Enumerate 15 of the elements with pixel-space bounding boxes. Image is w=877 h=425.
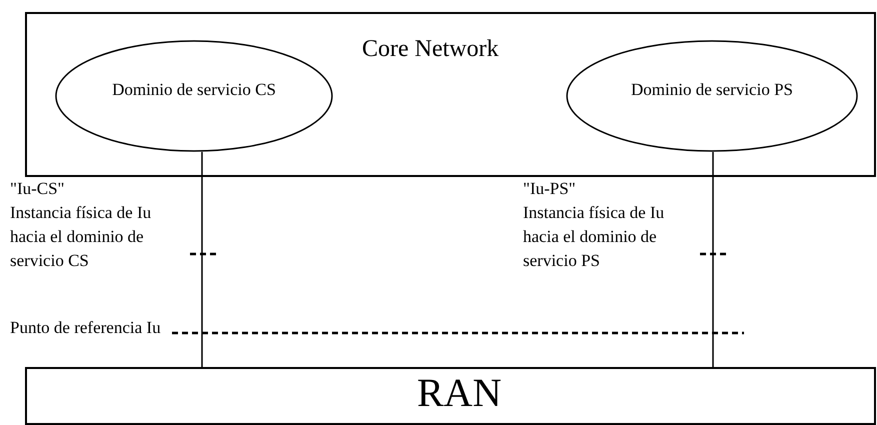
interface-description: Instancia física de Iu hacia el dominio de servicio CS bbox=[10, 202, 152, 272]
connector-line bbox=[712, 152, 714, 367]
interface-name: "Iu-PS" bbox=[523, 178, 577, 200]
node-label: RAN bbox=[417, 369, 502, 416]
reference-point-label: Punto de referencia Iu bbox=[10, 317, 162, 339]
node-label: Dominio de servicio CS bbox=[112, 80, 276, 100]
node-label: Core Network bbox=[362, 36, 499, 63]
domain-ellipse bbox=[566, 40, 858, 152]
domain-ellipse bbox=[55, 40, 333, 152]
connector-line bbox=[201, 152, 203, 367]
interface-description: Instancia física de Iu hacia el dominio de servicio PS bbox=[523, 202, 666, 272]
node-label: Dominio de servicio PS bbox=[631, 80, 793, 100]
network-box bbox=[25, 12, 876, 177]
interface-name: "Iu-CS" bbox=[10, 178, 66, 200]
network-box bbox=[25, 367, 876, 425]
